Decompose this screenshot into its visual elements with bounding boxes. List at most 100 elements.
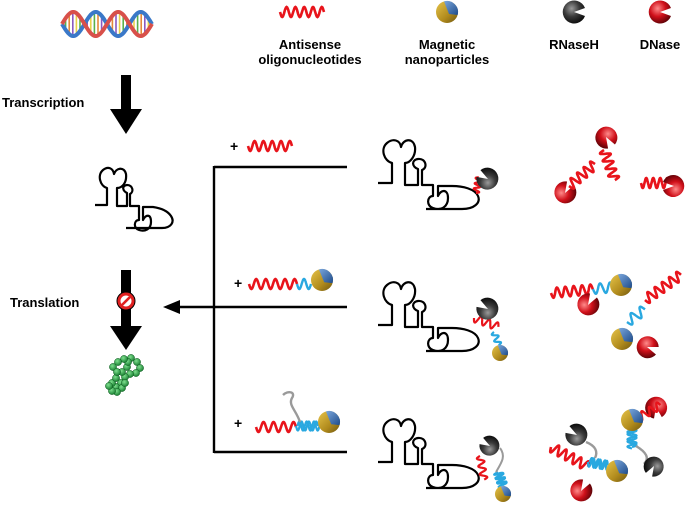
nanoparticle-icon (621, 409, 643, 431)
linker-wave (626, 305, 646, 326)
amino-acid-bead (114, 358, 122, 366)
dnase-icon-body (663, 175, 685, 197)
row3-plus: + (234, 415, 243, 431)
rnaseh-icon-body (565, 423, 588, 446)
dnase-icon (595, 126, 618, 149)
legend-dnase-label: DNase (639, 37, 681, 52)
dnase-icon (554, 181, 577, 204)
inhibition-arrow-icon (163, 300, 180, 314)
nanoparticle-cap (613, 460, 628, 475)
row3-dnase-protection (548, 396, 668, 502)
amino-acid-bead (109, 363, 117, 371)
linker-wave (490, 331, 503, 346)
nanoparticle-icon (610, 274, 632, 296)
nanoparticle-cap (325, 411, 340, 426)
oligo-wave (254, 420, 298, 434)
nanoparticle-icon (311, 269, 333, 291)
oligo-wave (247, 277, 299, 291)
mrna-strand (378, 139, 480, 211)
row2-dnase-protection (549, 270, 682, 359)
legend-rnaseh-icon (562, 0, 585, 24)
oligo-wave (568, 160, 596, 190)
duplex-strand-b (588, 457, 611, 472)
row1-plus: + (230, 138, 239, 154)
translation-blocked-arrow-icon (110, 270, 142, 350)
duplex-helix (294, 420, 321, 432)
transcription-arrow-icon (110, 75, 142, 134)
nanoparticle-icon (492, 345, 508, 361)
nanoparticle-cap (617, 274, 632, 289)
legend-magnetic-label: Magnetic nanoparticles (385, 37, 509, 67)
duplex-strand-b (494, 471, 508, 489)
amino-acid-bead (136, 364, 144, 372)
linker-wave (295, 277, 313, 291)
legend-antisense-label: Antisense oligonucleotides (240, 37, 380, 67)
row1-oligo-icon (246, 139, 294, 153)
legend-nanoparticle-icon (436, 0, 459, 23)
nanoparticle-icon (611, 328, 633, 350)
row3-oligo-duplex-nanoparticle-icon (254, 390, 340, 434)
oligo-wave (475, 455, 489, 481)
legend-magnetic-line2: nanoparticles (404, 52, 490, 67)
protein-chain-icon (105, 354, 144, 396)
nanoparticle-icon (318, 411, 340, 433)
dnase-icon-body (595, 126, 618, 149)
oligo-wave (246, 139, 294, 153)
linker-wave (591, 281, 615, 295)
dnase-icon (570, 479, 593, 502)
rnaseh-icon (643, 456, 664, 477)
duplex-strand-a (294, 420, 320, 432)
blocked-icon (116, 291, 136, 311)
legend-dnase-icon (648, 0, 671, 24)
amino-acid-bead (121, 379, 129, 387)
oligo-wave (639, 176, 671, 190)
nanoparticle-icon (495, 486, 511, 502)
row1-mrna-rnaseh-complex (378, 139, 499, 211)
duplex-strand-a (586, 457, 609, 471)
rnaseh-icon (476, 167, 499, 190)
nanoparticle-cap (497, 345, 508, 356)
nanoparticle-cap (500, 486, 511, 497)
legend-antisense-line2: oligonucleotides (258, 52, 362, 67)
rnaseh-icon (565, 423, 588, 446)
translation-label: Translation (10, 295, 80, 310)
row2-oligo-nanoparticle-icon (247, 269, 333, 291)
rnaseh-icon-body (476, 167, 499, 190)
bracket-lines (178, 165, 347, 454)
gray-linker (585, 440, 598, 459)
nanoparticle-icon (606, 460, 628, 482)
row1-dnase-degradation (554, 126, 685, 204)
row2-plus: + (234, 275, 243, 291)
legend-magnetic-line1: Magnetic (418, 37, 476, 52)
dnase-icon (577, 293, 600, 316)
oligo-wave (598, 148, 621, 182)
rnaseh-icon-body (643, 456, 664, 477)
rnaseh-icon (476, 297, 499, 320)
gray-linker (495, 447, 504, 473)
rnaseh-icon (479, 435, 500, 456)
mrna-strand (378, 418, 480, 490)
duplex-strand-b (296, 420, 321, 432)
amino-acid-bead (113, 368, 121, 376)
dnase-icon (663, 175, 685, 197)
nanoparticle-cap (318, 269, 333, 284)
oligo-wave (472, 315, 500, 330)
legend-antisense-line1: Antisense (278, 37, 342, 52)
mrna-strand (378, 281, 480, 353)
rnaseh-icon-body (479, 435, 500, 456)
row3-mrna-duplex-complex (378, 418, 511, 502)
dna-helix-icon (60, 10, 154, 38)
gray-linker (282, 390, 302, 423)
dnase-icon-body (570, 479, 593, 502)
oligo-wave (644, 270, 682, 305)
legend-oligo-icon (278, 5, 326, 19)
dna-strand-red (60, 10, 154, 38)
oligo-wave (548, 444, 591, 470)
transcription-label: Transcription (2, 95, 85, 110)
mrna-icon (95, 166, 174, 232)
dnase-icon (636, 336, 659, 359)
row2-mrna-nanoparticle-complex (378, 281, 508, 361)
dnase-icon-body (554, 181, 577, 204)
